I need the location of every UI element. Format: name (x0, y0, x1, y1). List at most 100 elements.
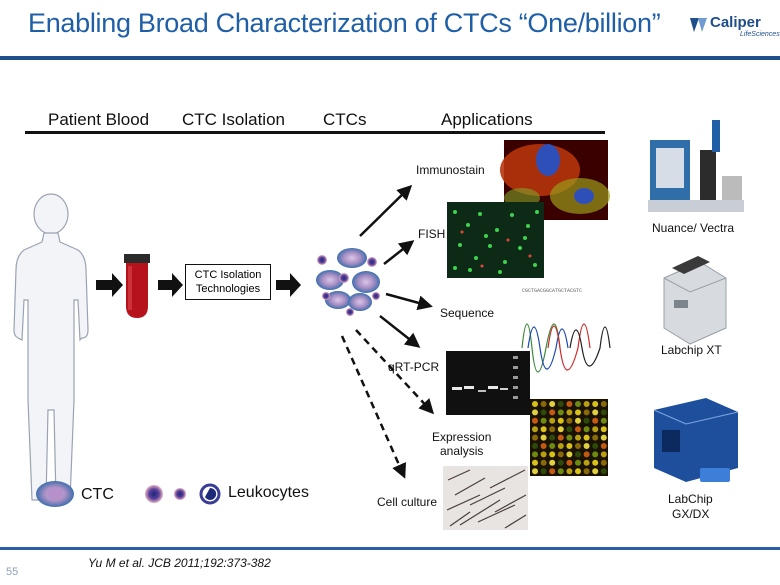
legend-ctc-label: CTC (81, 486, 114, 503)
microarray-spot (532, 443, 538, 449)
label-cell-culture: Cell culture (377, 495, 438, 509)
slide-number: 55 (6, 566, 19, 578)
label-fish: FISH (418, 227, 446, 241)
header-patient-blood: Patient Blood (48, 110, 150, 129)
logo-name: Caliper (710, 14, 761, 31)
microarray-spot (532, 409, 538, 416)
microarray-spot (583, 401, 590, 407)
microarray-spot (575, 459, 581, 466)
header-divider (25, 131, 605, 134)
microarray-spot (600, 468, 607, 475)
header-applications: Applications (441, 110, 533, 129)
labchip-xt-instrument (663, 256, 727, 345)
legend-leukocytes-label: Leukocytes (228, 484, 309, 501)
logo-subtitle: LifeSciences (740, 31, 780, 38)
caliper-logo: Caliper LifeSciences (688, 14, 780, 44)
header-ctcs: CTCs (323, 110, 367, 129)
microarray-spot (566, 451, 573, 458)
microarray-spot (540, 468, 547, 475)
microarray-spot (592, 451, 599, 458)
microarray-spot (600, 451, 607, 458)
label-expression: Expression (432, 430, 492, 444)
microarray-spot (575, 401, 581, 407)
microarray-spot (540, 451, 547, 458)
labchip-gx-instrument (653, 398, 739, 482)
microarray-spot (583, 417, 590, 424)
microarray-spot (540, 409, 547, 416)
ctc-cluster-icon (316, 248, 380, 316)
microarray-spot (549, 417, 556, 424)
isolation-box-line1: CTC Isolation (194, 269, 262, 281)
microarray-spot (532, 401, 538, 407)
microarray-spot (592, 401, 599, 407)
microarray-spot (532, 459, 538, 466)
microarray-spot (600, 426, 607, 433)
microarray-spot (549, 468, 556, 475)
slide-title: Enabling Broad Characterization of CTCs … (28, 8, 661, 38)
fish-image (447, 202, 544, 278)
microarray-spot (592, 434, 599, 441)
microarray-spot (575, 434, 581, 441)
microarray-spot (600, 434, 607, 441)
microarray-spot (566, 434, 573, 441)
microarray-spot (557, 443, 564, 449)
qrtpcr-gel-image (446, 351, 530, 415)
microarray-spot (575, 417, 581, 424)
microarray-spot (549, 451, 556, 458)
microarray-spot (600, 443, 607, 449)
microarray-spot (592, 443, 599, 449)
label-labchip: LabChip (668, 492, 713, 506)
microarray-spot (600, 459, 607, 466)
sequence-chromatogram: CGCTGACGGCATGCTACGTC (518, 282, 612, 373)
microarray-spot (600, 409, 607, 416)
microarray-spot (592, 409, 599, 416)
microarray-spot (592, 417, 599, 424)
label-immunostain: Immunostain (416, 163, 485, 177)
microarray-spot (532, 451, 538, 458)
legend-ctc-icon (36, 481, 74, 507)
label-nuance-vectra: Nuance/ Vectra (652, 221, 735, 235)
microarray-spot (566, 468, 573, 475)
microarray-spot (549, 443, 556, 449)
arrow-to-isolation (158, 273, 183, 297)
microarray-spot (566, 417, 573, 424)
footer-divider (0, 547, 780, 550)
microarray-spot (583, 409, 590, 416)
microarray-spot (592, 468, 599, 475)
microarray-spot (557, 426, 564, 433)
microarray-spot (557, 451, 564, 458)
label-labchip-xt: Labchip XT (661, 343, 722, 357)
blood-tube-icon (124, 254, 150, 318)
microarray-spot (540, 417, 547, 424)
microarray-spot (532, 426, 538, 433)
microarray-spot (557, 409, 564, 416)
microarray-spot (549, 409, 556, 416)
microarray-spot (566, 401, 573, 407)
citation: Yu M et al. JCB 2011;192:373-382 (88, 556, 271, 570)
ctc-isolation-box: CTC Isolation Technologies (185, 264, 271, 300)
microarray-spot (583, 468, 590, 475)
arrow-cell-culture (340, 335, 406, 479)
microarray-spot (557, 401, 564, 407)
microarray-spot (575, 451, 581, 458)
isolation-box-line2: Technologies (195, 283, 261, 295)
label-sequence: Sequence (440, 306, 495, 320)
patient-silhouette (13, 193, 89, 501)
microarray-spot (549, 459, 556, 466)
microarray-spot (557, 459, 564, 466)
microarray-spot (583, 434, 590, 441)
microarray-spot (540, 443, 547, 449)
caliper-logo-icon (690, 18, 707, 32)
microarray-spot (600, 417, 607, 424)
expression-microarray-image (530, 399, 608, 476)
microarray-spot (583, 451, 590, 458)
nuance-vectra-instrument (648, 120, 744, 212)
arrow-expression (355, 329, 435, 415)
label-gx-dx: GX/DX (672, 507, 710, 521)
microarray-spot (540, 459, 547, 466)
arrow-to-tube (96, 273, 123, 297)
microarray-spot (557, 434, 564, 441)
title-divider (0, 56, 780, 60)
microarray-spot (532, 468, 538, 475)
microarray-spot (532, 417, 538, 424)
